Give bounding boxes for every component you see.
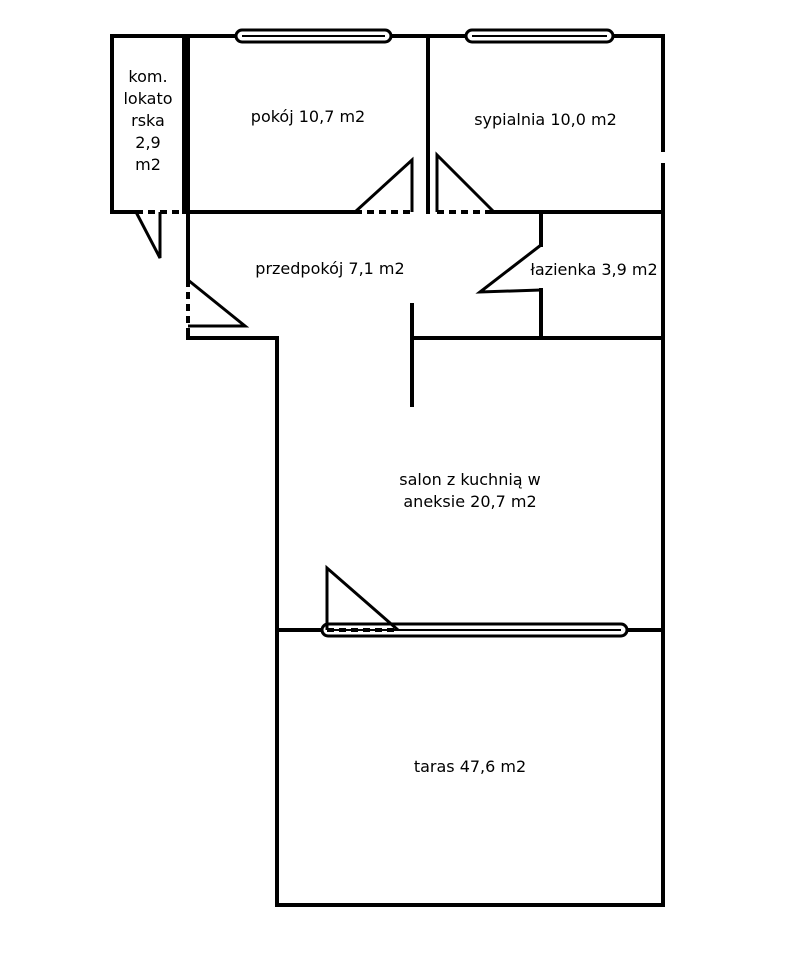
storage-line-3: rska — [131, 111, 165, 130]
salon-line-1: salon z kuchnią w — [399, 470, 541, 489]
room-label-sypialnia: sypialnia 10,0 m2 — [474, 110, 617, 129]
window-sypialnia — [464, 28, 615, 44]
room-label-storage: kom. lokato rska 2,9 m2 — [112, 66, 184, 176]
room-label-taras: taras 47,6 m2 — [413, 757, 527, 776]
doors — [134, 151, 542, 632]
room-label-pokoj: pokój 10,7 m2 — [250, 107, 366, 126]
room-label-lazienka: łazienka 3,9 m2 — [530, 260, 658, 279]
room-label-przedpokoj: przedpokój 7,1 m2 — [255, 259, 405, 278]
window-pokoj — [234, 28, 393, 44]
storage-line-4: 2,9 — [135, 133, 161, 152]
room-label-salon: salon z kuchnią w aneksie 20,7 m2 — [279, 469, 661, 513]
storage-line-5: m2 — [135, 155, 161, 174]
storage-line-1: kom. — [128, 67, 168, 86]
storage-line-2: lokato — [123, 89, 173, 108]
salon-line-2: aneksie 20,7 m2 — [403, 492, 537, 511]
